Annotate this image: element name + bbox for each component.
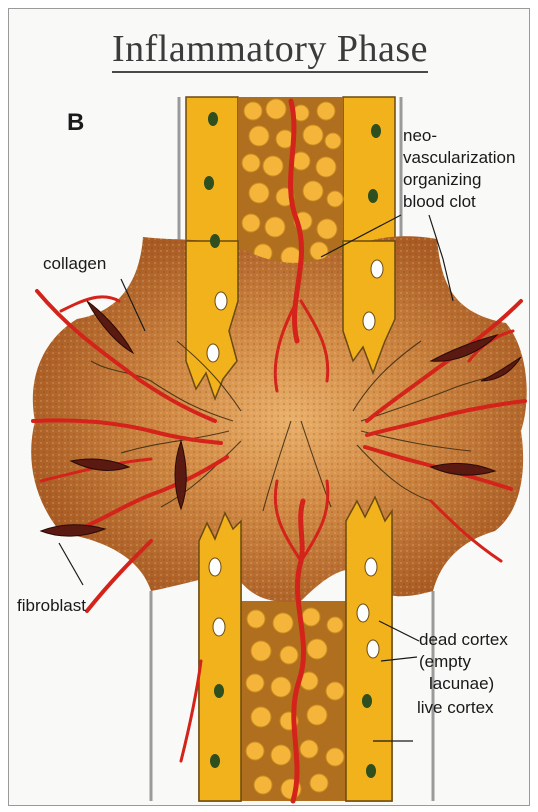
label-neo: neo- — [403, 125, 437, 146]
label-fibroblast: fibroblast — [17, 595, 86, 616]
figure-frame: Inflammatory Phase B neo- vascularizatio… — [8, 8, 530, 806]
callus-blood-clot — [31, 236, 527, 602]
label-live-cortex: live cortex — [417, 697, 494, 718]
page-title: Inflammatory Phase — [8, 27, 530, 71]
label-organizing: organizing — [403, 169, 481, 190]
label-lacunae: lacunae) — [429, 673, 494, 694]
label-collagen: collagen — [43, 253, 106, 274]
label-vascularization: vascularization — [403, 147, 515, 168]
panel-letter: B — [67, 109, 84, 137]
label-empty: (empty — [419, 651, 471, 672]
label-dead-cortex: dead cortex — [419, 629, 508, 650]
label-blood-clot: blood clot — [403, 191, 476, 212]
